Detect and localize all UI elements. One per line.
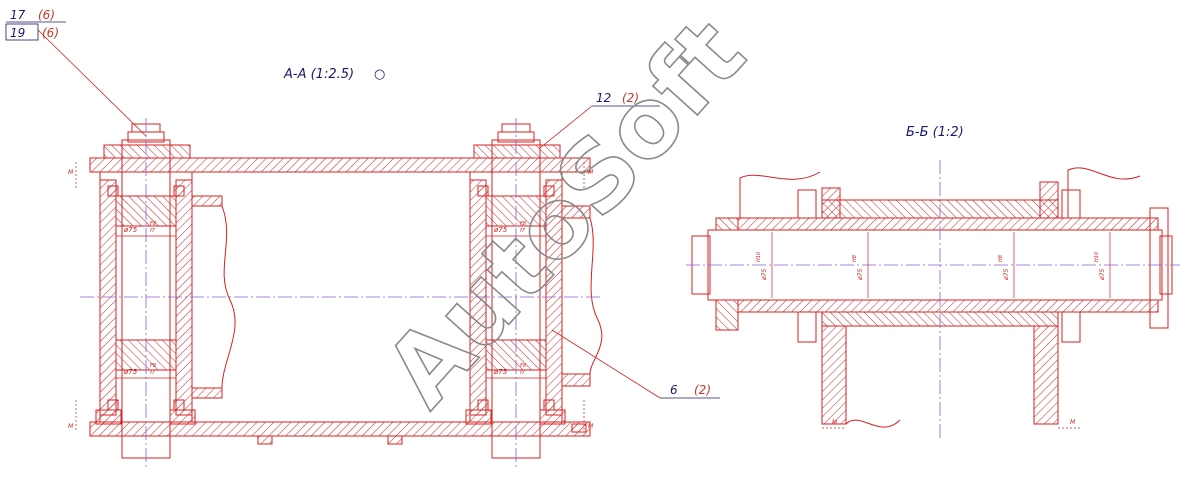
fit-a2-upper: F8 [150, 363, 156, 369]
callout-12-qty: (2) [622, 91, 639, 105]
right-bush-4 [543, 399, 555, 411]
right-bottom-block-2 [539, 409, 566, 425]
callout-17-qty: (6) [38, 8, 55, 22]
top-plate [89, 157, 591, 173]
view-a-title-mark: ○ [374, 67, 385, 82]
left-bush-3 [107, 399, 119, 411]
left-column-wall-left [99, 179, 117, 416]
b-block-left-top [797, 189, 817, 219]
fit-a4-dia: ø75 [493, 368, 508, 376]
view-b-section [691, 167, 1173, 428]
view-a-dimensions [75, 162, 585, 430]
view-b-title: Б-Б (1:2) [906, 125, 964, 140]
b-block-right-top [1061, 189, 1081, 219]
callout-17-number: 17 [10, 8, 26, 22]
fit-a2-lower: f7 [150, 370, 156, 376]
right-shaft-flange [473, 144, 561, 159]
m-label-a3: M [588, 169, 594, 176]
callout-19-qty: (6) [42, 26, 59, 40]
fit-a1-dia: ø75 [123, 226, 138, 234]
b-block-left-bottom [797, 311, 817, 343]
b-leg-right [1033, 325, 1059, 425]
right-attachment-bottom [561, 373, 591, 387]
right-attachment-top [561, 205, 591, 219]
leader-12 [539, 105, 593, 149]
fit-b1-upper: H10 [756, 252, 762, 262]
m-label-a4: M [588, 423, 594, 430]
left-bush-1 [107, 185, 119, 197]
view-b-axes [686, 160, 1180, 440]
m-label-a1: M [68, 169, 74, 176]
leader-6 [551, 329, 661, 399]
callout-19-number: 19 [10, 26, 25, 40]
b-block-right-bottom [1061, 311, 1081, 343]
b-break-top-left [739, 171, 821, 218]
callout-12-number: 12 [596, 91, 611, 105]
b-leg-left [821, 325, 847, 425]
right-bush-3 [477, 399, 489, 411]
right-bush-1 [477, 185, 489, 197]
leader-17 [37, 29, 147, 137]
view-a-section [89, 123, 603, 459]
break-line-right [589, 217, 603, 375]
break-line-left [221, 205, 236, 389]
leaders [5, 21, 720, 399]
m-label-b2: M [1070, 419, 1076, 426]
b-wall-top [737, 217, 1159, 231]
view-a-title: А-А (1:2.5) [283, 67, 354, 82]
fit-b2: ø75 [857, 269, 864, 281]
left-bracket-top [191, 195, 223, 207]
b-break-top-right [1067, 167, 1141, 218]
fit-a3-dia: ø75 [493, 226, 508, 234]
fit-a4-lower: f7 [520, 370, 526, 376]
fit-a4-upper: F8 [520, 363, 526, 369]
left-bush-2 [173, 185, 185, 197]
fit-a1-upper: F8 [150, 221, 156, 227]
b-nut-right [1149, 207, 1169, 329]
bottom-lug-2 [387, 435, 403, 445]
fit-a3-upper: F8 [520, 221, 526, 227]
b-left-plate-upper [715, 217, 739, 231]
fit-b4-upper: H10 [1094, 252, 1100, 262]
b-wall-bottom [737, 299, 1159, 313]
b-break-leg-left [845, 419, 901, 428]
left-column-wall-right [175, 179, 193, 416]
fit-b3: ø75 [1003, 269, 1010, 281]
bottom-lug-1 [257, 435, 273, 445]
fit-a2-dia: ø75 [123, 368, 138, 376]
right-bush-2 [543, 185, 555, 197]
view-b-dimensions [771, 232, 1111, 429]
right-bottom-block [465, 409, 492, 425]
callout-6-qty: (2) [694, 383, 711, 397]
left-bush-4 [173, 399, 185, 411]
fit-b3-upper: H8 [998, 255, 1004, 262]
view-a-axes [80, 118, 600, 468]
fit-b4: ø75 [1099, 269, 1106, 281]
fit-a3-lower: f7 [520, 228, 526, 234]
left-bottom-block-2 [169, 409, 196, 425]
fit-labels-a: ø75 F8 f7 ø75 F8 f7 ø75 F8 f7 ø75 F8 f7 … [68, 169, 594, 430]
left-bottom-block [95, 409, 122, 425]
b-left-plate-lower [715, 299, 739, 331]
callout-19-box [5, 23, 39, 41]
m-label-b1: M [832, 419, 838, 426]
bottom-lug-3 [571, 423, 587, 433]
left-shaft-flange [103, 144, 191, 159]
callout-6-number: 6 [670, 383, 678, 397]
bottom-plate [89, 421, 591, 437]
fit-a1-lower: f7 [150, 228, 156, 234]
fit-labels-b: ø75 H10 ø75 H8 ø75 H8 ø75 H10 M M [756, 252, 1106, 426]
left-bracket-bottom [191, 387, 223, 399]
m-label-a2: M [68, 423, 74, 430]
fit-b2-upper: H8 [852, 255, 858, 262]
watermark: AutoSoft [364, 0, 767, 427]
fit-b1: ø75 [761, 269, 768, 281]
